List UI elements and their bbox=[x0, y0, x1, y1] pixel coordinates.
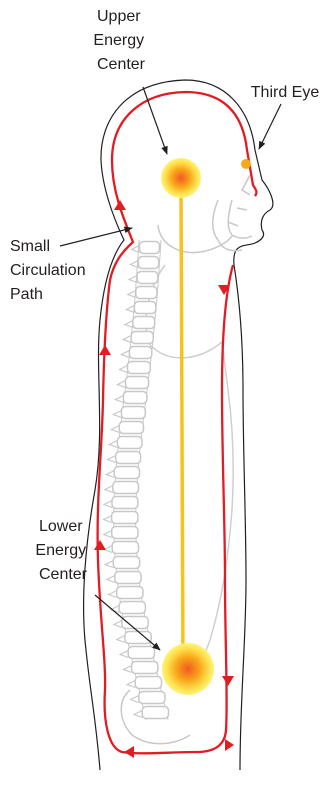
spinous-process bbox=[131, 696, 139, 703]
spinous-process bbox=[104, 516, 112, 523]
arrow-head-back-upper bbox=[114, 200, 126, 210]
upper-energy-center-label-line-2: Energy bbox=[93, 32, 144, 49]
energy-channel bbox=[181, 190, 183, 670]
vertebra bbox=[112, 542, 138, 554]
small-circulation-path-label-line-3: Path bbox=[10, 286, 43, 303]
vertebra bbox=[119, 422, 143, 434]
spinous-process bbox=[113, 411, 121, 418]
spinous-process bbox=[111, 426, 119, 433]
vertebra bbox=[121, 407, 145, 419]
spinous-process bbox=[114, 621, 122, 628]
vertebra bbox=[135, 677, 161, 689]
spinous-process bbox=[128, 291, 136, 298]
vertebra bbox=[140, 242, 160, 254]
third-eye-dot bbox=[241, 159, 251, 169]
vertebra bbox=[113, 557, 139, 569]
spinous-process bbox=[107, 576, 115, 583]
spinous-process bbox=[123, 336, 131, 343]
arrow-head-front-lower bbox=[222, 676, 234, 686]
spinous-process bbox=[104, 531, 112, 538]
upper-energy-center-label-line-3: Center bbox=[97, 56, 146, 73]
spinous-process bbox=[106, 471, 114, 478]
vertebra bbox=[116, 452, 141, 464]
vertebra bbox=[128, 647, 154, 659]
vertebra bbox=[125, 632, 151, 644]
spinous-process bbox=[124, 666, 132, 673]
upper-energy-center-label-line-1: Upper bbox=[97, 8, 141, 25]
spinous-process bbox=[105, 561, 113, 568]
vertebra bbox=[114, 467, 139, 479]
vertebra bbox=[137, 272, 158, 284]
lower-energy-center-label-line-3: Center bbox=[39, 566, 88, 583]
arrow-head-back-lower bbox=[94, 540, 106, 550]
vertebra bbox=[138, 257, 158, 269]
face-details bbox=[213, 175, 252, 251]
spinous-process bbox=[105, 486, 113, 493]
vertebra bbox=[129, 347, 151, 359]
vertebra bbox=[112, 497, 138, 509]
vertebra bbox=[117, 437, 142, 449]
spinous-process bbox=[104, 501, 112, 508]
skull bbox=[158, 225, 232, 253]
small-circulation-path-label: Small Circulation Path bbox=[10, 238, 90, 303]
spinous-process bbox=[126, 306, 134, 313]
spinous-process bbox=[127, 681, 135, 688]
spinous-process bbox=[134, 711, 142, 718]
lower-energy-center-label: Lower Energy Center bbox=[35, 518, 90, 583]
lower-energy-center-label-line-2: Energy bbox=[35, 542, 86, 559]
vertebra bbox=[112, 512, 138, 524]
arrow-head-bottom-right bbox=[225, 739, 234, 751]
vertebra bbox=[134, 302, 155, 314]
vertebra bbox=[115, 572, 141, 584]
spinous-process bbox=[120, 366, 128, 373]
spinous-process bbox=[121, 351, 129, 358]
vertebra bbox=[122, 617, 148, 629]
torso-outline bbox=[146, 265, 233, 670]
vertebra bbox=[126, 377, 149, 389]
vertebra bbox=[119, 602, 145, 614]
vertebra bbox=[132, 662, 158, 674]
vertebra bbox=[133, 317, 155, 329]
lower-energy-center bbox=[162, 643, 214, 695]
small-circulation-path-label-line-1: Small bbox=[10, 238, 50, 255]
spinous-process bbox=[120, 651, 128, 658]
vertebra bbox=[142, 707, 168, 719]
third-eye-label: Third Eye bbox=[251, 84, 320, 101]
spinous-process bbox=[118, 381, 126, 388]
vertebra bbox=[128, 362, 151, 374]
third-eye-leader bbox=[259, 104, 281, 149]
upper-energy-center-label: Upper Energy Center bbox=[93, 8, 148, 73]
vertebra bbox=[113, 482, 139, 494]
vertebra bbox=[139, 692, 165, 704]
vertebra bbox=[112, 527, 138, 539]
vertebra bbox=[131, 332, 153, 344]
spinous-process bbox=[109, 441, 117, 448]
spinous-process bbox=[125, 321, 133, 328]
spinous-process bbox=[117, 636, 125, 643]
vertebra bbox=[123, 392, 146, 404]
lower-energy-center-label-line-1: Lower bbox=[39, 518, 83, 535]
upper-energy-center bbox=[161, 158, 201, 198]
vertebra bbox=[117, 587, 143, 599]
small-circulation-path-label-line-2: Circulation bbox=[10, 262, 86, 279]
spinous-process bbox=[108, 456, 116, 463]
spinous-process bbox=[109, 591, 117, 598]
vertebra bbox=[136, 287, 157, 299]
arrow-head-bottom-left bbox=[124, 746, 134, 758]
spinous-process bbox=[115, 396, 123, 403]
arrow-head-back-middle bbox=[99, 345, 111, 355]
